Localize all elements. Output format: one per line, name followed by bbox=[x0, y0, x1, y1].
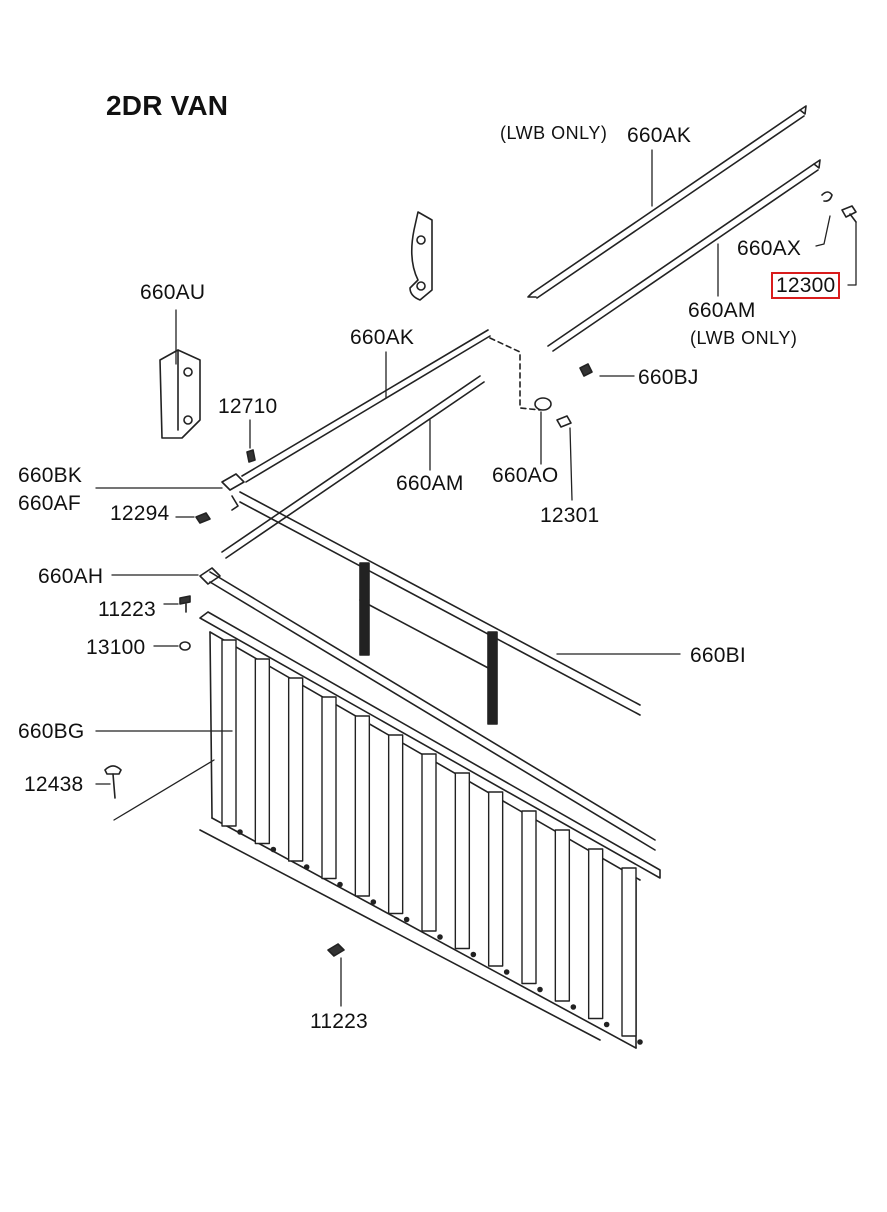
post-right bbox=[487, 631, 498, 725]
panel-rivet bbox=[503, 969, 510, 975]
bracket-upper bbox=[409, 211, 433, 301]
panel-slat bbox=[254, 658, 271, 845]
part-label-12301[interactable]: 12301 bbox=[540, 504, 600, 527]
washer-660ao bbox=[534, 397, 552, 411]
pivot-660bk bbox=[221, 473, 245, 511]
bolt-12300 bbox=[841, 205, 857, 223]
panel-slat bbox=[621, 867, 637, 1037]
part-label-660bk[interactable]: 660BK bbox=[18, 464, 83, 487]
bolt-660bj bbox=[579, 363, 593, 377]
part-label-660ah[interactable]: 660AH bbox=[38, 565, 104, 588]
panel-slat bbox=[487, 791, 504, 967]
leader-lines bbox=[95, 149, 857, 1007]
panel-rivet bbox=[237, 829, 243, 835]
panel-slat bbox=[521, 810, 537, 985]
part-label-11223-top[interactable]: 11223 bbox=[98, 598, 156, 621]
part-label-660au[interactable]: 660AU bbox=[140, 281, 206, 304]
screw-12294 bbox=[195, 512, 211, 524]
clip-660ax bbox=[821, 191, 833, 202]
panel-slat bbox=[421, 753, 437, 932]
lwb-only-note-right: (LWB ONLY) bbox=[690, 328, 798, 348]
panel-slat bbox=[454, 772, 471, 950]
panel-rivet bbox=[403, 916, 410, 923]
part-label-660am-mid[interactable]: 660AM bbox=[396, 472, 464, 495]
panel-rivet bbox=[570, 1004, 577, 1010]
bolt-12301 bbox=[556, 415, 572, 428]
screw-12710 bbox=[246, 449, 256, 463]
panel-rivet bbox=[470, 951, 477, 958]
screw-12438 bbox=[104, 765, 122, 799]
panel-rivet bbox=[303, 864, 310, 870]
part-label-660am-top[interactable]: 660AM bbox=[688, 299, 756, 322]
panel-slat bbox=[387, 734, 404, 915]
panel-slats bbox=[221, 639, 643, 1045]
rod-660am-mid bbox=[221, 375, 485, 559]
part-label-12710[interactable]: 12710 bbox=[218, 395, 278, 418]
part-label-660bg[interactable]: 660BG bbox=[18, 720, 85, 743]
part-label-11223-bottom[interactable]: 11223 bbox=[310, 1010, 368, 1033]
screw-11223-top bbox=[179, 595, 191, 613]
panel-rivet bbox=[537, 986, 543, 993]
panel-rivet bbox=[370, 899, 377, 905]
panel-slat bbox=[287, 677, 304, 862]
pivot-660ah bbox=[199, 567, 221, 585]
screw-11223-bottom bbox=[327, 943, 345, 957]
diagram-title: 2DR VAN bbox=[106, 90, 229, 121]
panel-rivet bbox=[270, 846, 277, 853]
part-label-660ak-mid[interactable]: 660AK bbox=[350, 326, 415, 349]
part-label-12438[interactable]: 12438 bbox=[24, 773, 84, 796]
panel-rivet bbox=[603, 1021, 610, 1028]
panel-slat bbox=[321, 696, 337, 880]
rod-660ak-lwb bbox=[527, 105, 807, 299]
panel-rivet bbox=[337, 881, 343, 888]
panel-slat bbox=[587, 848, 604, 1020]
part-label-660af[interactable]: 660AF bbox=[18, 492, 81, 515]
part-label-12294[interactable]: 12294 bbox=[110, 502, 170, 525]
rod-660ak-mid bbox=[241, 329, 491, 483]
part-label-12300[interactable]: 12300 bbox=[771, 272, 841, 299]
part-label-660ak-top[interactable]: 660AK bbox=[627, 124, 692, 147]
lwb-only-note-top: (LWB ONLY) bbox=[500, 123, 608, 143]
panel-slat bbox=[221, 639, 237, 827]
panel-rivet bbox=[437, 934, 443, 940]
panel-slat bbox=[354, 715, 371, 897]
post-left bbox=[359, 562, 370, 656]
plug-13100 bbox=[179, 641, 191, 651]
rail-660bi bbox=[209, 491, 656, 851]
part-label-660ao[interactable]: 660AO bbox=[492, 464, 559, 487]
rod-660am-lwb bbox=[547, 159, 821, 352]
part-label-13100[interactable]: 13100 bbox=[86, 636, 146, 659]
panel-slat bbox=[554, 829, 571, 1002]
part-label-660bj[interactable]: 660BJ bbox=[638, 366, 699, 389]
panel-rivet bbox=[637, 1039, 643, 1045]
bracket-660au bbox=[159, 349, 201, 439]
part-label-660ax[interactable]: 660AX bbox=[737, 237, 802, 260]
part-label-660bi[interactable]: 660BI bbox=[690, 644, 746, 667]
